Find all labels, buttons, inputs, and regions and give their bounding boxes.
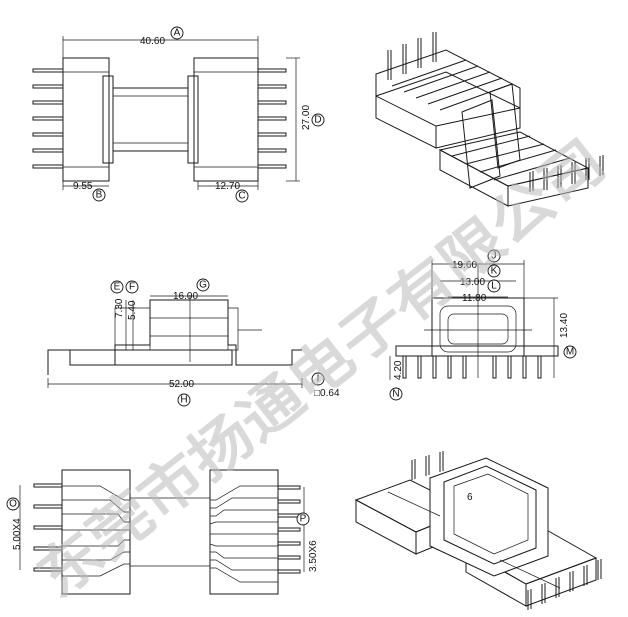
front-view: 19.60 13.00 11.80 J K L 13.40 M 4.20 N — [389, 249, 577, 401]
dim-f-value: 5.40 — [127, 300, 138, 320]
dim-o-letter: O — [9, 499, 17, 510]
dim-l-value: 11.80 — [462, 293, 487, 304]
top-view: 40.60 A 27.00 D 9.55 B 12.70 C — [33, 26, 325, 203]
dim-b-letter: B — [96, 190, 103, 201]
dim-h-value: 52.00 — [169, 379, 194, 390]
page-number: 6 — [467, 492, 473, 503]
dim-p-letter: P — [300, 514, 307, 525]
dim-j-value: 19.60 — [452, 260, 477, 271]
dim-c-letter: C — [238, 191, 245, 202]
dim-i-letter: I — [317, 374, 320, 385]
dim-h-letter: H — [180, 395, 187, 406]
dim-a-value: 40.60 — [140, 36, 165, 47]
dim-d-letter: D — [314, 115, 321, 126]
dim-g-letter: G — [199, 280, 207, 291]
dim-e-value: 7.30 — [114, 298, 125, 318]
isometric-view-bottom: 6 — [356, 451, 601, 610]
dim-n-value: 4.20 — [393, 360, 404, 380]
dim-b-value: 9.55 — [73, 181, 93, 192]
dim-o-value: 5.00X4 — [12, 518, 23, 550]
dim-k-value: 13.00 — [460, 277, 485, 288]
dim-f-letter: F — [129, 282, 135, 293]
front-pins — [403, 356, 541, 378]
left-pins — [33, 69, 63, 168]
isometric-view-top — [376, 32, 603, 206]
dim-p-value: 3.50X6 — [308, 540, 319, 572]
dim-k-letter: K — [491, 266, 498, 277]
dim-i-value: □0.64 — [314, 388, 340, 399]
dim-n-letter: N — [392, 389, 399, 400]
dim-m-value: 13.40 — [559, 313, 570, 338]
right-pins — [258, 69, 286, 168]
dim-m-letter: M — [566, 347, 574, 358]
bottom-view: 5.00X4 O 3.50X6 P — [6, 470, 319, 594]
dim-e-letter: E — [114, 282, 121, 293]
dim-a-letter: A — [174, 28, 181, 39]
side-view: 16.00 G 7.30 5.40 E F 52.00 H I □0.64 — [48, 278, 340, 407]
dim-g-value: 16.00 — [173, 291, 198, 302]
dim-c-value: 12.70 — [215, 181, 240, 192]
dim-l-letter: L — [491, 281, 497, 292]
dim-d-value: 27.00 — [301, 105, 312, 130]
dim-j-letter: J — [492, 251, 497, 262]
